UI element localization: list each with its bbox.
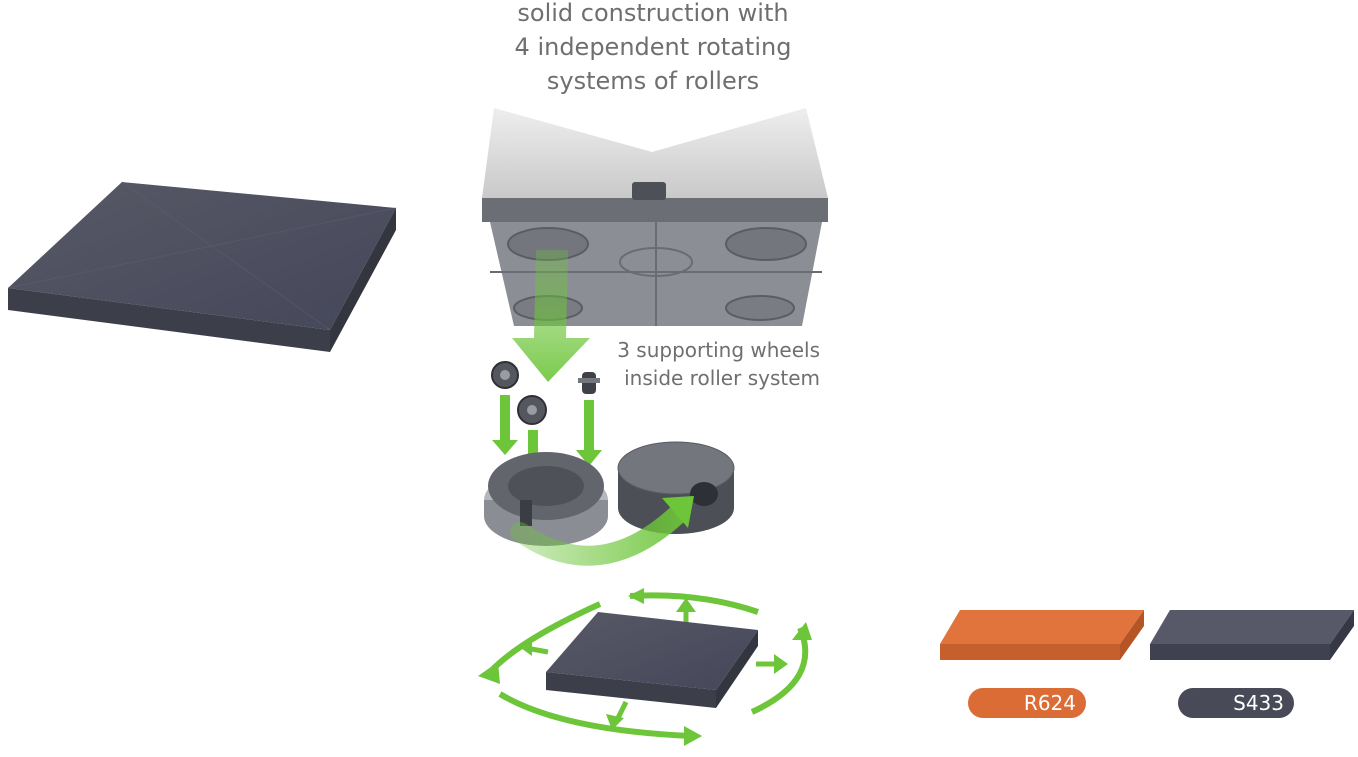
rotating-floor-pad bbox=[546, 612, 758, 708]
supporting-wheel-parts bbox=[491, 361, 600, 425]
curved-arrow-icon bbox=[510, 496, 694, 566]
wheels-caption: 3 supporting wheels inside roller system bbox=[580, 336, 820, 392]
rotation-arrows-icon bbox=[478, 588, 812, 746]
roller-housing-open bbox=[484, 452, 608, 546]
down-arrow-icon bbox=[512, 250, 590, 382]
construction-caption-line-2: 4 independent rotating bbox=[514, 33, 792, 61]
construction-caption: solid construction with 4 independent ro… bbox=[470, 0, 836, 98]
construction-caption-line-3: systems of rollers bbox=[546, 67, 760, 95]
color-sample-s433 bbox=[1150, 610, 1354, 660]
base-underside-view bbox=[482, 108, 828, 326]
color-code-badge-s433: S433 bbox=[1178, 688, 1294, 718]
large-floor-pad bbox=[7, 181, 397, 352]
color-code-badge-r624: R624 bbox=[968, 688, 1086, 718]
color-sample-r624 bbox=[940, 610, 1144, 660]
construction-caption-line-1: solid construction with bbox=[517, 0, 789, 27]
wheels-caption-line-2: inside roller system bbox=[624, 366, 820, 390]
wheels-caption-line-1: 3 supporting wheels bbox=[617, 338, 820, 362]
